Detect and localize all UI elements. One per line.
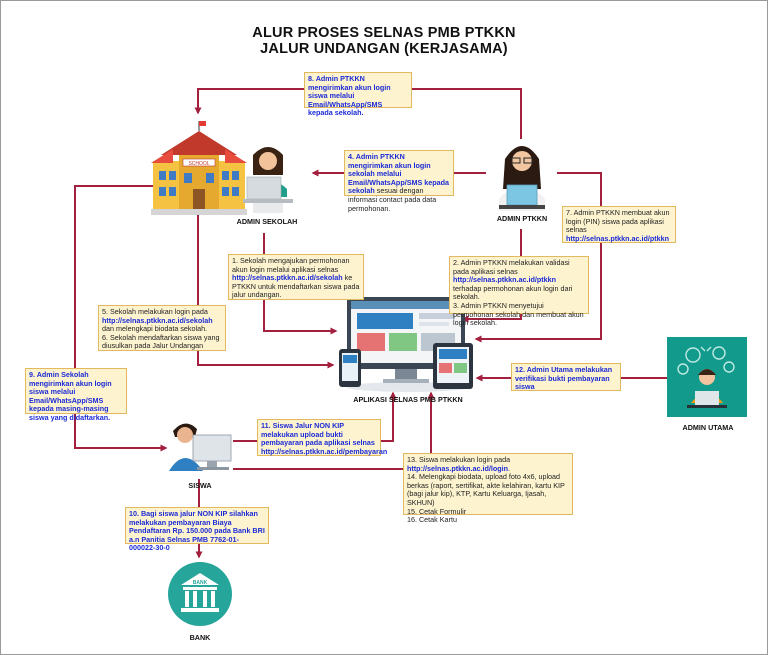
step-8-box: 8. Admin PTKKN mengirimkan akun login si… [304, 72, 412, 117]
bank-label: BANK [189, 633, 211, 642]
step-5-url[interactable]: http://selnas.ptkkn.ac.id/sekolah [102, 315, 213, 325]
step-7-url[interactable]: http://selnas.ptkkn.ac.id/ptkkn [566, 233, 670, 243]
step-9-box: 9. Admin Sekolah mengirimkan akun login … [25, 368, 127, 422]
title-line-1: ALUR PROSES SELNAS PMB PTKKN [252, 25, 516, 41]
arrow-step-5 [197, 215, 335, 369]
step-16-text: 16. Cetak Kartu [407, 515, 457, 525]
step-2-text-a: 2. Admin PTKKN melakukan validasi pada a… [453, 258, 570, 276]
admin-ptkkn-person-icon [493, 137, 551, 211]
arrow-step-9 [74, 185, 168, 452]
step-5-text-b: dan melengkapi biodata sekolah. [102, 324, 208, 334]
step-9-text: 9. Admin Sekolah mengirimkan akun login … [29, 370, 112, 422]
step-6-text: 6. Sekolah mendaftarkan siswa yang diusu… [102, 332, 220, 351]
step-12-text: 12. Admin Utama melakukan verifikasi buk… [515, 365, 613, 392]
step-1-text-a: 1. Sekolah mengajukan permohonan akun lo… [232, 256, 350, 274]
step-4-text-b: sesuai dengan informasi contact pada dat… [348, 186, 437, 213]
step-13-text-b: . [508, 463, 511, 473]
step-2-3-box: 2. Admin PTKKN melakukan validasi pada a… [449, 256, 589, 327]
step-5-6-box: 5. Sekolah melakukan login pada http://s… [98, 305, 226, 351]
step-1-url[interactable]: http://selnas.ptkkn.ac.id/sekolah [232, 273, 343, 283]
admin-sekolah-label: ADMIN SEKOLAH [236, 217, 298, 226]
step-11-text-a: 11. Siswa Jalur NON KIP melakukan upload… [261, 421, 375, 448]
siswa-person-icon [167, 415, 233, 475]
step-1-text-b: ke PTKKN untuk mendaftarkan siswa pada j… [232, 273, 360, 300]
step-13-text-a: 13. Siswa melakukan login pada [407, 455, 511, 464]
bank-sign-text: BANK [193, 580, 208, 586]
step-13-16-box: 13. Siswa melakukan login pada http://se… [403, 453, 573, 524]
siswa-label: SISWA [188, 481, 212, 490]
arrow-step-7 [474, 172, 602, 343]
admin-utama-icon [667, 337, 747, 417]
step-11-box: 11. Siswa Jalur NON KIP melakukan upload… [257, 419, 387, 456]
admin-utama-label: ADMIN UTAMA [682, 423, 734, 432]
step-10-box: 10. Bagi siswa jalur NON KIP silahkan me… [125, 507, 269, 552]
step-12-box: 12. Admin Utama melakukan verifikasi buk… [511, 363, 621, 391]
step-11-url[interactable]: http://selnas.ptkkn.ac.id/pembayaran [261, 446, 388, 456]
step-7-box: 7. Admin PTKKN membuat akun login (PIN) … [562, 206, 676, 243]
admin-sekolah-person-icon [243, 141, 293, 213]
step-1-box: 1. Sekolah mengajukan permohonan akun lo… [228, 254, 364, 300]
bank-icon: BANK [167, 561, 233, 627]
step-2-text-b: terhadap permohonan akun login dari seko… [453, 283, 573, 302]
step-5-text-a: 5. Sekolah melakukan login pada [102, 307, 208, 316]
step-15-text: 15. Cetak Formulir [407, 506, 467, 516]
school-icon: SCHOOL [151, 119, 247, 215]
step-14-text: 14. Melengkapi biodata, upload foto 4x6,… [407, 472, 565, 507]
aplikasi-label: APLIKASI SELNAS PMB PTKKN [353, 395, 463, 404]
step-8-text: 8. Admin PTKKN mengirimkan akun login si… [308, 74, 391, 118]
step-4-box: 4. Admin PTKKN mengirimkan akun login se… [344, 150, 454, 212]
step-2-url[interactable]: http://selnas.ptkkn.ac.id/ptkkn [453, 275, 557, 285]
step-3-text: 3. Admin PTKKN menyetujui permohonan sek… [453, 300, 584, 328]
step-10-text: 10. Bagi siswa jalur NON KIP silahkan me… [129, 509, 265, 553]
school-sign-text: SCHOOL [188, 161, 209, 167]
aplikasi-devices-icon [339, 297, 477, 393]
admin-ptkkn-label: ADMIN PTKKN [496, 214, 548, 223]
step-7-text-a: 7. Admin PTKKN membuat akun login (PIN) … [566, 208, 670, 235]
step-13-url[interactable]: http://selnas.ptkkn.ac.id/login [407, 463, 509, 473]
step-4-text-a: 4. Admin PTKKN mengirimkan akun login se… [348, 152, 450, 196]
title-line-2: JALUR UNDANGAN (KERJASAMA) [260, 41, 508, 57]
